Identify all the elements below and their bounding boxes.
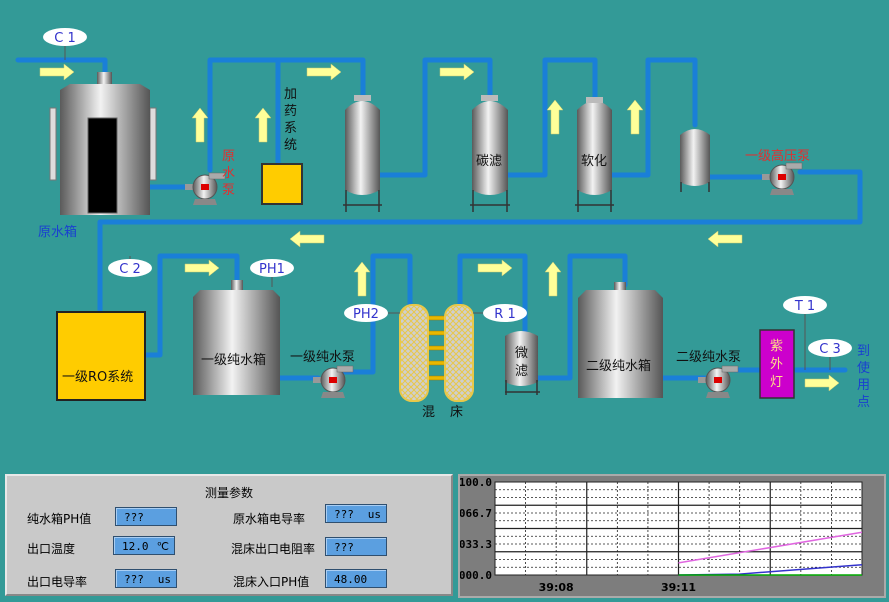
param-field-raw-conductivity[interactable]: ??? us [325, 504, 387, 523]
svg-text:C 3: C 3 [819, 342, 840, 357]
param-field-mixed-bed-resistivity[interactable]: ??? [325, 537, 387, 556]
param-value: ??? [124, 573, 144, 586]
svg-text:用: 用 [857, 378, 870, 393]
security-filter-tank[interactable] [680, 129, 710, 192]
svg-text:PH1: PH1 [259, 262, 285, 277]
micro-filter-tank[interactable] [505, 331, 540, 395]
high-pressure-pump-icon[interactable] [761, 162, 803, 196]
pure-pump-1-icon[interactable] [312, 365, 354, 399]
y-tick-label: 033.3 [460, 538, 492, 551]
sensor-c3[interactable]: C 3 [808, 339, 852, 357]
softener-tank[interactable] [575, 97, 614, 212]
param-label: 出口电导率 [27, 575, 88, 589]
svg-text:原: 原 [222, 149, 235, 164]
param-value: ??? [334, 508, 354, 521]
svg-text:PH2: PH2 [353, 307, 379, 322]
micro-filter-label-2: 滤 [515, 364, 528, 379]
outlet-label: 到 使 用 点 [857, 344, 870, 410]
sensor-ph1[interactable]: PH1 [250, 259, 294, 277]
raw-tank-label: 原水箱 [38, 224, 77, 240]
hp-pump-label: 一级高压泵 [745, 148, 810, 164]
pure-water-tank-1[interactable] [193, 280, 280, 395]
ro-label: 一级RO系统 [62, 370, 133, 385]
trend-chart: 100.0 066.7 033.3 000.0 39:08 39:11 [459, 476, 863, 594]
param-label: 出口温度 [27, 542, 76, 556]
carbon-filter-label: 碳滤 [476, 154, 502, 169]
svg-text:外: 外 [770, 357, 783, 372]
raw-pump-label: 原 水 泵 [222, 149, 235, 198]
svg-text:灯: 灯 [770, 375, 783, 390]
sand-filter-tank[interactable] [343, 95, 382, 212]
svg-text:泵: 泵 [222, 183, 235, 198]
svg-text:统: 统 [284, 138, 297, 153]
pure-pump2-label: 二级纯水泵 [676, 350, 741, 365]
sensor-c1[interactable]: C 1 [43, 28, 87, 46]
param-label: 纯水箱PH值 [27, 512, 92, 526]
svg-text:C 2: C 2 [119, 262, 140, 277]
ro-system-box[interactable] [56, 311, 146, 401]
svg-text:紫: 紫 [770, 339, 783, 354]
sensor-r1[interactable]: R 1 [483, 304, 527, 322]
raw-water-tank[interactable] [49, 72, 157, 215]
carbon-filter-tank[interactable] [470, 95, 510, 212]
x-tick-label: 39:08 [539, 581, 574, 594]
micro-filter-label-1: 微 [515, 346, 528, 361]
svg-text:系: 系 [284, 121, 297, 136]
param-field-outlet-conductivity[interactable]: ??? us [115, 569, 177, 588]
param-unit: us [157, 573, 171, 586]
sensor-c2[interactable]: C 2 [108, 259, 152, 277]
pure-pump1-label: 一级纯水泵 [290, 350, 355, 365]
svg-text:药: 药 [284, 104, 297, 119]
param-label: 原水箱电导率 [233, 512, 306, 526]
mixed-bed-label-1: 混 [422, 405, 435, 420]
param-field-mixed-bed-ph[interactable]: 48.00 [325, 569, 387, 588]
svg-text:R 1: R 1 [494, 307, 515, 322]
param-value: 12.0 [122, 540, 149, 553]
dosing-label: 加 药 系 统 [284, 87, 297, 153]
series-line-magenta [678, 531, 863, 564]
raw-water-pump-icon[interactable] [184, 172, 226, 206]
y-tick-label: 100.0 [460, 476, 492, 489]
y-tick-label: 066.7 [460, 507, 492, 520]
y-tick-label: 000.0 [460, 569, 492, 582]
mixed-bed-label-2: 床 [450, 405, 463, 420]
pure-tank1-label: 一级纯水箱 [201, 352, 266, 368]
svg-text:T 1: T 1 [794, 299, 815, 314]
svg-text:加: 加 [284, 87, 297, 102]
measurement-panel: 测量参数 纯水箱PH值 ??? 出口温度 12.0 ℃ 出口电导率 ??? us 原… [5, 474, 453, 596]
mixed-bed[interactable] [399, 304, 474, 402]
param-value: ??? [124, 511, 144, 524]
pure-tank2-label: 二级纯水箱 [586, 358, 651, 374]
panel-title: 测量参数 [204, 486, 253, 500]
softener-label: 软化 [581, 154, 607, 169]
param-value: ??? [334, 541, 354, 554]
uv-lamp-box[interactable] [759, 329, 795, 399]
param-unit: ℃ [156, 540, 169, 553]
uv-label: 紫 外 灯 [770, 339, 783, 390]
dosing-box[interactable] [261, 163, 303, 205]
sensor-ph2[interactable]: PH2 [344, 304, 388, 322]
pipes [15, 57, 863, 381]
svg-text:C 1: C 1 [54, 31, 75, 46]
param-field-outlet-temp[interactable]: 12.0 ℃ [113, 536, 175, 555]
sensor-t1[interactable]: T 1 [783, 296, 827, 314]
param-label: 混床入口PH值 [233, 575, 310, 589]
param-label: 混床出口电阻率 [231, 542, 316, 556]
trend-chart-panel: 100.0 066.7 033.3 000.0 39:08 39:11 [458, 474, 886, 598]
svg-text:点: 点 [857, 395, 870, 410]
svg-text:使: 使 [857, 360, 870, 376]
process-diagram: 原水箱 原 水 泵 加 药 系 统 碳滤 软化 一级高压泵 一级RO系统 [15, 28, 870, 420]
param-unit: us [367, 508, 381, 521]
param-field-pure-tank-ph[interactable]: ??? [115, 507, 177, 526]
svg-text:到: 到 [857, 344, 870, 359]
x-tick-label: 39:11 [661, 581, 696, 594]
pure-water-tank-2[interactable] [578, 282, 663, 398]
svg-text:水: 水 [222, 166, 235, 181]
pure-pump-2-icon[interactable] [697, 365, 739, 399]
param-value: 48.00 [334, 573, 368, 586]
